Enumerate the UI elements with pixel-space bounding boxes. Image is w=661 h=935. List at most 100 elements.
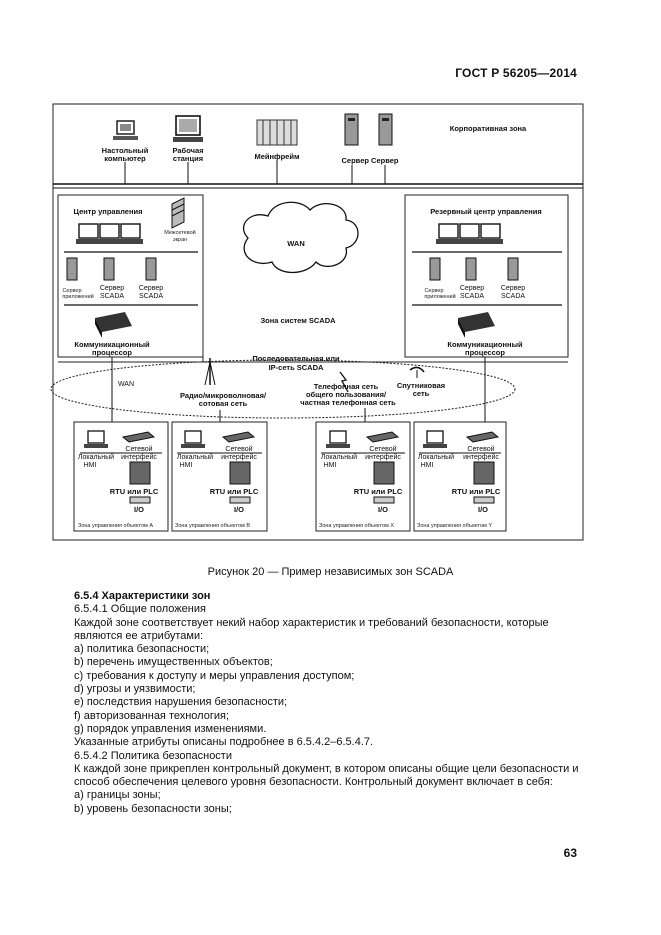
zone-x-net-1: Сетевой [369, 445, 396, 453]
phone-label-1: Телефонная сеть [314, 382, 379, 391]
zone-y-net-2: интерфейс [463, 453, 499, 461]
backup-app-server-label-2: приложений [424, 293, 455, 300]
paragraph-3: К каждой зоне прикреплен контрольный док… [74, 762, 579, 789]
subsection-1: 6.5.4.1 Общие положения [74, 603, 206, 616]
phone-label-3: частная телефонная сеть [300, 398, 396, 407]
backup-scada-server-label-1: Сервер [460, 285, 484, 292]
zone-y-local-2: HMI [421, 462, 434, 469]
list-item: b) перечень имущественных объектов; [74, 656, 273, 669]
figure-caption: Рисунок 20 — Пример независимых зон SCAD… [207, 566, 454, 578]
serial-label-2: IP-сеть SCADA [269, 363, 324, 372]
workstation-label-1: Рабочая [172, 146, 203, 155]
zone-b-rtu: RTU или PLC [210, 487, 259, 496]
list-item: g) порядок управления изменениями. [74, 722, 267, 735]
paragraph-1: Каждой зоне соответствует некий набор ха… [74, 616, 549, 642]
backup-center-box [404, 194, 569, 358]
mainframe-label: Мейнфрейм [254, 152, 299, 161]
desktop-label-2: компьютер [104, 154, 146, 163]
scada-zones-diagram: Настольный компьютер Рабочая станция Мей… [50, 103, 584, 541]
app-server-label-1: Сервер [62, 288, 81, 294]
backup-consoles-icon [436, 223, 503, 244]
wan-cloud [242, 201, 359, 274]
zone-a-local-2: HMI [84, 462, 97, 469]
backup-scada-server2-label-2: SCADA [501, 293, 525, 300]
scada-server2-label-2: SCADA [139, 293, 163, 300]
zone-a-rtu: RTU или PLC [110, 487, 159, 496]
servers-label: Сервер Сервер [342, 156, 399, 165]
zone-x-rtu: RTU или PLC [354, 487, 403, 496]
mainframe-icon [256, 119, 298, 146]
radio-tower-icon [204, 358, 216, 386]
radio-label-1: Радио/микроволновая/ [180, 391, 267, 400]
radio-label-2: сотовая сеть [199, 399, 248, 408]
lightning-icon [339, 371, 349, 393]
zone-b: Локальный HMI Сетевой интерфейс RTU или … [171, 421, 268, 532]
list-item: f) авторизованная технология; [74, 709, 230, 722]
comm-processor-label-1: Коммуникационный [74, 340, 150, 349]
zone-y-io: I/O [478, 505, 488, 514]
zone-x-label: Зона управления объектом X [319, 523, 394, 529]
workstation-label-2: станция [173, 154, 203, 163]
backup-comm-label-1: Коммуникационный [447, 340, 523, 349]
zone-x-net-2: интерфейс [365, 453, 401, 461]
comm-processor-label-2: процессор [92, 348, 132, 357]
comm-processor-icon [95, 312, 132, 338]
backup-app-server-label-1: Сервер [424, 288, 443, 294]
zone-a-net-2: интерфейс [121, 453, 157, 461]
app-server-label-2: приложений [62, 293, 93, 300]
zone-a-net-1: Сетевой [125, 445, 152, 453]
zone-a: Локальный HMI Сетевой интерфейс RTU или … [73, 421, 169, 532]
zone-y-local-1: Локальный [418, 453, 454, 461]
backup-servers-icon [429, 257, 519, 281]
section-text: 6.5.4 Характеристики зон 6.5.4.1 Общие п… [74, 590, 581, 816]
backup-comm-label-2: процессор [465, 348, 505, 357]
section-heading: 6.5.4 Характеристики зон [74, 590, 211, 602]
scada-server-label-2: SCADA [100, 293, 124, 300]
list-item: a) границы зоны; [74, 789, 161, 802]
backup-scada-server-label-2: SCADA [460, 293, 484, 300]
zone-b-net-1: Сетевой [225, 445, 252, 453]
page-number: 63 [563, 846, 577, 860]
document-header: ГОСТ Р 56205—2014 [455, 66, 577, 80]
satellite-label-2: сеть [413, 389, 430, 398]
satellite-dish-icon [409, 366, 425, 378]
list-item: d) угрозы и уязвимости; [74, 683, 196, 696]
app-server-icon [66, 257, 157, 281]
zone-a-local-1: Локальный [78, 453, 114, 461]
control-center-title: Центр управления [74, 207, 143, 216]
zone-y-rtu: RTU или PLC [452, 487, 501, 496]
desktop-computer-icon [113, 120, 138, 140]
list-item: c) требования к доступу и меры управлени… [74, 669, 355, 682]
zone-y: Локальный HMI Сетевой интерфейс RTU или … [413, 421, 507, 532]
diagram-frame [52, 103, 584, 541]
list-item: a) политика безопасности; [74, 643, 210, 656]
zone-y-label: Зона управления объектом Y [417, 523, 492, 529]
workstation-icon [173, 115, 203, 142]
wan-ellipse-label: WAN [118, 381, 134, 388]
wan-ellipse [50, 359, 516, 419]
operator-consoles-icon [76, 223, 143, 244]
backup-center-title: Резервный центр управления [430, 207, 542, 216]
scada-server-label-1: Сервер [100, 285, 124, 292]
subsection-2: 6.5.4.2 Политика безопасности [74, 749, 232, 762]
zone-x: Локальный HMI Сетевой интерфейс RTU или … [315, 421, 411, 532]
scada-server2-label-1: Сервер [139, 285, 163, 292]
zone-b-net-2: интерфейс [221, 453, 257, 461]
phone-label-2: общего пользования/ [306, 390, 387, 399]
zone-b-label: Зона управления объектом B [175, 523, 250, 529]
zone-b-io: I/O [234, 505, 244, 514]
zone-b-local-1: Локальный [177, 453, 213, 461]
zone-b-local-2: HMI [180, 462, 193, 469]
list-item: b) уровень безопасности зоны; [74, 802, 232, 815]
wan-cloud-label: WAN [287, 239, 305, 248]
backup-scada-server2-label-1: Сервер [501, 285, 525, 292]
zone-a-label: Зона управления объектом A [78, 523, 153, 529]
desktop-label-1: Настольный [102, 146, 149, 155]
server-icon [344, 113, 393, 146]
satellite-label-1: Спутниковая [397, 381, 445, 390]
zone-a-io: I/O [134, 505, 144, 514]
firewall-label-1: Межсетевой [164, 229, 195, 236]
corporate-zone-label: Корпоративная зона [450, 124, 527, 133]
firewall-icon [171, 197, 185, 229]
zone-x-local-2: HMI [324, 462, 337, 469]
